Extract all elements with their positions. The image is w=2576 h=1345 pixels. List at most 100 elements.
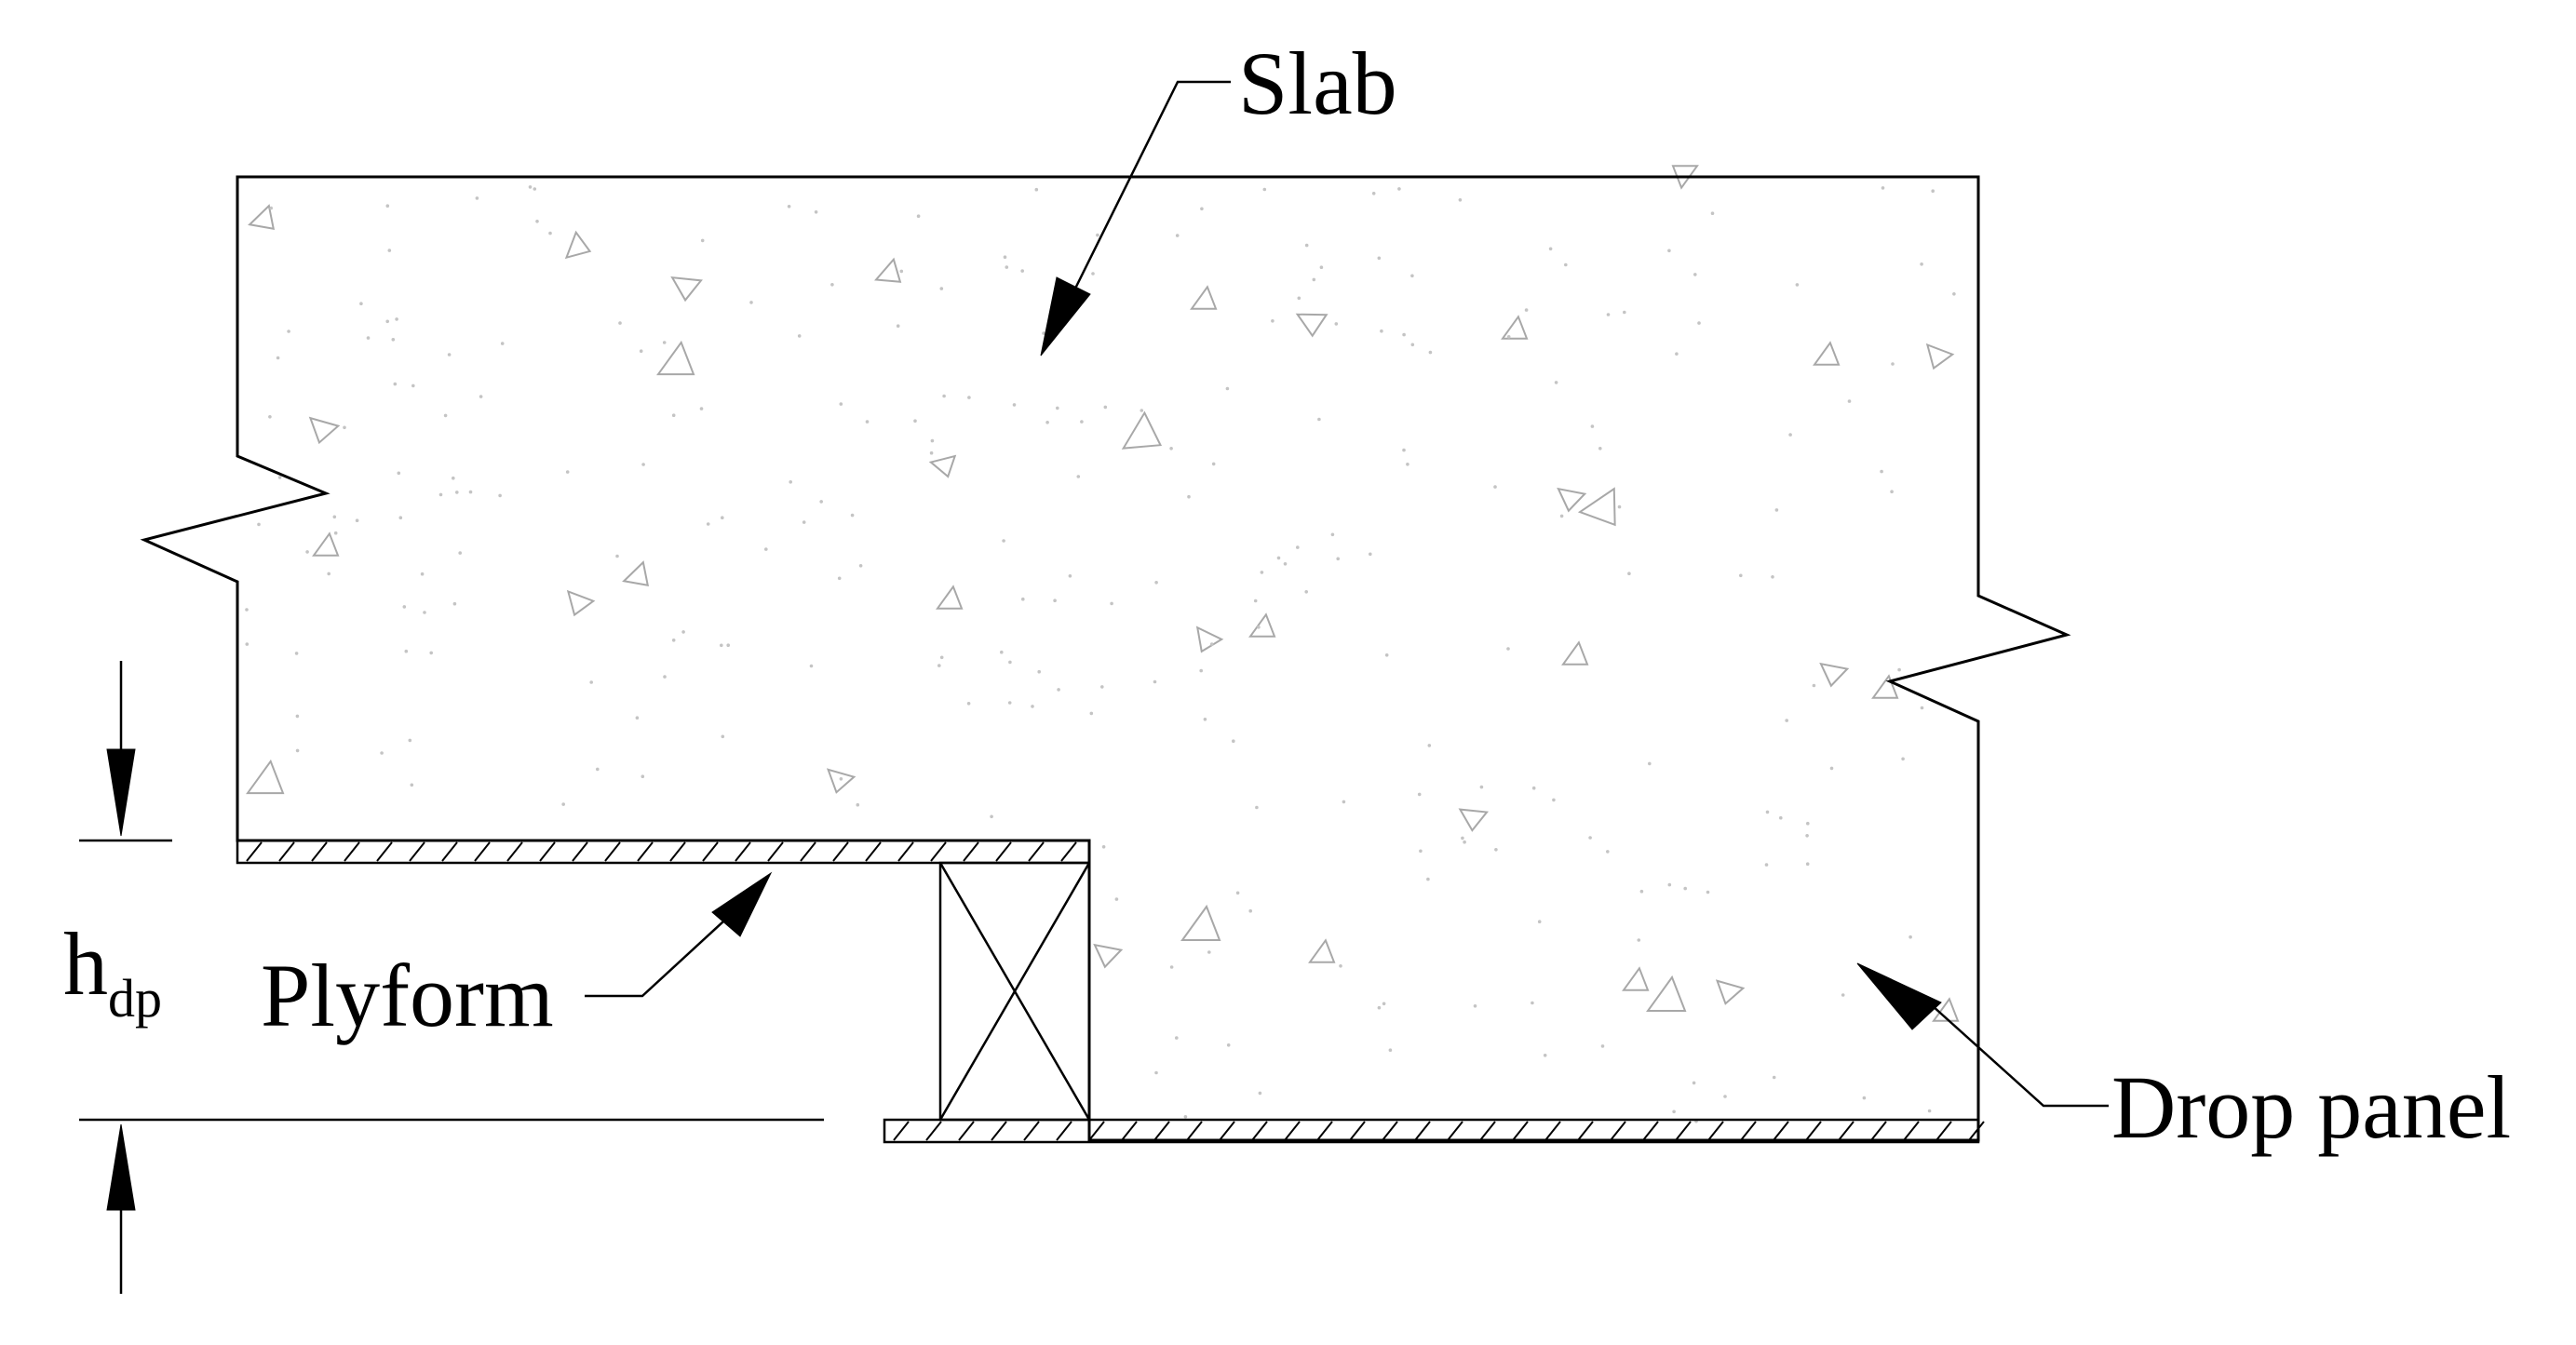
aggregate-speck: [1417, 792, 1422, 797]
hatch-stroke: [246, 841, 263, 862]
aggregate-speck: [1494, 848, 1498, 852]
aggregate-speck: [797, 334, 802, 338]
aggregate-speck: [1068, 574, 1072, 578]
aggregate-speck: [1920, 262, 1923, 266]
aggregate-speck: [663, 675, 667, 679]
aggregate-speck: [1260, 571, 1264, 574]
aggregate-speck: [937, 664, 941, 667]
aggregate-speck: [1672, 1110, 1676, 1114]
aggregate-speck: [639, 349, 643, 354]
aggregate-speck: [533, 187, 537, 191]
aggregate-speck: [1927, 1109, 1932, 1113]
aggregate-speck: [1675, 352, 1679, 356]
aggregate-speck: [720, 643, 723, 648]
aggregate-speck: [1667, 249, 1671, 253]
plyform-lower-hatch: [893, 1121, 1985, 1141]
aggregate-speck: [802, 520, 806, 524]
aggregate-speck: [245, 642, 250, 646]
aggregate-speck: [596, 767, 600, 772]
dimension-label: hdp: [63, 914, 162, 1029]
aggregate-speck: [1021, 597, 1025, 601]
aggregate-speck: [699, 407, 704, 410]
aggregate-speck: [1258, 1091, 1262, 1096]
aggregate-speck: [385, 319, 390, 324]
aggregate-speck: [397, 471, 401, 476]
aggregate-speck: [1806, 821, 1810, 826]
hatch-stroke: [409, 841, 425, 862]
aggregate-speck: [385, 204, 390, 208]
dimension-hdp: hdp: [63, 661, 824, 1294]
aggregate-speck: [721, 516, 724, 519]
aggregate-speck: [1588, 836, 1592, 840]
aggregate-speck: [1458, 198, 1463, 202]
aggregate-speck: [1693, 273, 1697, 276]
aggregate-speck: [1410, 274, 1414, 278]
aggregate-speck: [1012, 403, 1017, 407]
aggregate-speck: [408, 738, 412, 743]
aggregate-speck: [1057, 688, 1060, 692]
aggregate-speck: [1506, 647, 1510, 651]
hatch-stroke: [995, 841, 1012, 862]
hatch-stroke: [474, 841, 491, 862]
aggregate-triangle: [1925, 343, 1955, 370]
hatch-stroke: [963, 841, 979, 862]
aggregate-speck: [1100, 685, 1104, 689]
aggregate-triangle: [1308, 938, 1336, 963]
drop-panel-arrowhead: [1856, 962, 1942, 1030]
aggregate-speck: [1330, 532, 1335, 537]
hatch-stroke: [1610, 1121, 1626, 1141]
aggregate-speck: [662, 341, 667, 344]
aggregate-speck: [618, 321, 622, 325]
aggregate-triangle: [1557, 487, 1587, 513]
aggregate-speck: [1785, 719, 1788, 722]
aggregate-speck: [830, 283, 834, 287]
aggregate-speck: [1076, 475, 1081, 478]
aggregate-speck: [1037, 669, 1041, 674]
hatch-stroke: [1577, 1121, 1594, 1141]
aggregate-speck: [1524, 308, 1529, 312]
aggregate-speck: [896, 324, 900, 329]
hatch-stroke: [572, 841, 588, 862]
aggregate-speck: [398, 516, 403, 519]
aggregate-speck: [726, 643, 730, 647]
aggregate-speck: [1235, 891, 1240, 895]
aggregate-speck: [1706, 890, 1710, 894]
aggregate-speck: [1187, 494, 1191, 499]
aggregate-triangle: [1248, 612, 1276, 638]
aggregate-speck: [839, 777, 843, 781]
aggregate-speck: [939, 655, 944, 660]
aggregate-speck: [819, 500, 823, 504]
aggregate-speck: [1554, 381, 1558, 384]
aggregate-speck: [1890, 490, 1894, 493]
aggregate-speck: [1493, 485, 1497, 489]
aggregate-speck: [1667, 882, 1672, 887]
hatch-stroke: [441, 841, 458, 862]
aggregate-speck: [1003, 255, 1007, 260]
aggregate-speck: [1774, 508, 1779, 512]
plyform-label: Plyform: [261, 946, 554, 1045]
aggregate-speck: [1406, 463, 1409, 466]
aggregate-speck: [1369, 552, 1372, 557]
aggregate-speck: [1897, 667, 1901, 672]
aggregate-speck: [268, 415, 272, 419]
aggregate-speck: [1103, 405, 1108, 410]
aggregate-speck: [1590, 424, 1595, 428]
aggregate-speck: [1606, 313, 1611, 316]
aggregate-speck: [1211, 462, 1216, 466]
aggregate-speck: [1110, 601, 1113, 606]
aggregate-speck: [1045, 421, 1049, 424]
aggregate-speck: [1339, 964, 1342, 968]
aggregate-speck: [929, 451, 934, 455]
aggregate-speck: [548, 231, 552, 235]
aggregate-triangle: [246, 759, 285, 795]
aggregate-speck: [939, 287, 944, 290]
aggregate-speck: [916, 214, 921, 218]
aggregate-speck: [1473, 1004, 1477, 1008]
aggregate-speck: [1342, 800, 1346, 804]
aggregate-speck: [1805, 834, 1809, 838]
aggregate-triangle: [928, 454, 957, 478]
aggregate-speck: [479, 395, 483, 398]
aggregate-speck: [1183, 1115, 1188, 1119]
hatch-stroke: [311, 841, 328, 862]
aggregate-speck: [1175, 1036, 1179, 1040]
